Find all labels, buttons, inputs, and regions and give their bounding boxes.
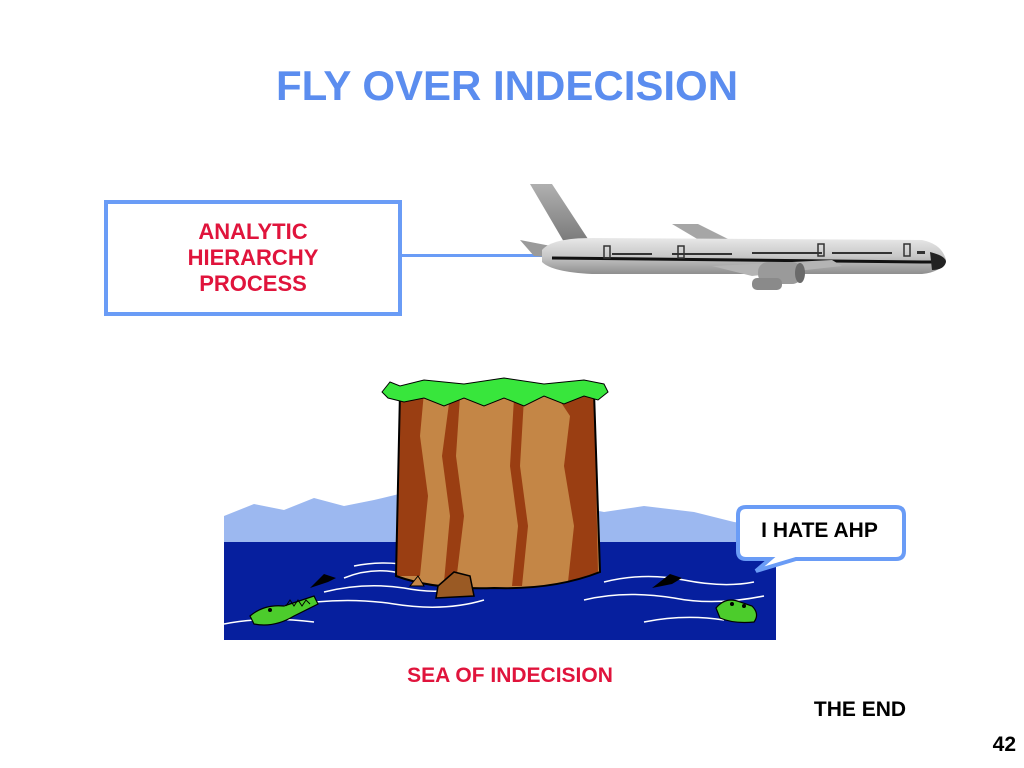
crocodile-icon [715,599,758,624]
page-number: 42 [992,733,1016,756]
speech-bubble-text: I HATE AHP [761,519,878,542]
shark-fin-icon [652,574,682,588]
shark-fin-icon [310,574,336,588]
slide-title: FLY OVER INDECISION [275,62,739,109]
connector-line [402,254,542,257]
sea-scene [224,377,776,640]
airplane-icon [520,184,946,290]
ahp-box: ANALYTIC HIERARCHY PROCESS [104,200,402,316]
ahp-line-2: HIERARCHY [187,245,319,270]
speech-bubble [736,505,906,573]
crocodile-icon [249,595,319,626]
ahp-line-1: ANALYTIC [198,219,308,244]
sea-caption: SEA OF INDECISION [407,664,613,687]
cliff-icon [381,377,609,599]
the-end-label: THE END [813,698,907,721]
ahp-line-3: PROCESS [199,271,307,296]
